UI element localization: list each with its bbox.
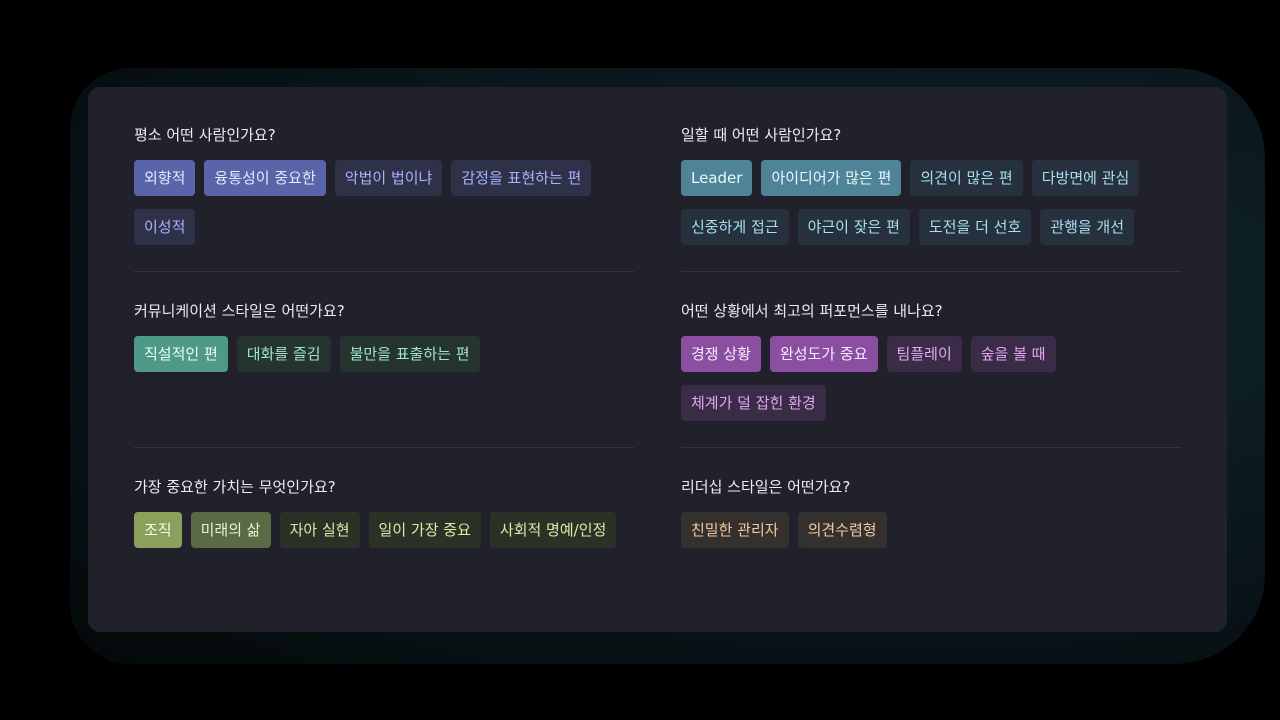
divider xyxy=(134,447,634,448)
tag-competition[interactable]: 경쟁 상황 xyxy=(681,336,761,372)
tag-many-opinions[interactable]: 의견이 많은 편 xyxy=(910,160,1023,196)
tag-group: Leader 아이디어가 많은 편 의견이 많은 편 다방면에 관심 신중하게 … xyxy=(681,160,1181,245)
section-question: 커뮤니케이션 스타일은 어떤가요? xyxy=(134,302,345,320)
tag-enjoy-conversation[interactable]: 대화를 즐김 xyxy=(236,336,331,372)
tag-diverse-interests[interactable]: 다방면에 관심 xyxy=(1031,160,1140,196)
tag-express-emotion[interactable]: 감정을 표현하는 편 xyxy=(451,160,592,196)
tag-group: 외향적 융통성이 중요한 악법이 법이냐 감정을 표현하는 편 이성적 xyxy=(134,160,634,245)
tag-law-is-law[interactable]: 악법이 법이냐 xyxy=(334,160,443,196)
divider xyxy=(681,447,1181,448)
profile-card: 평소 어떤 사람인가요? 외향적 융통성이 중요한 악법이 법이냐 감정을 표현… xyxy=(88,87,1227,632)
tag-prefer-challenge[interactable]: 도전을 더 선호 xyxy=(918,209,1032,245)
section-work-style: 일할 때 어떤 사람인가요? Leader 아이디어가 많은 편 의견이 많은 … xyxy=(681,87,1181,245)
tag-careful-approach[interactable]: 신중하게 접근 xyxy=(681,209,789,245)
divider xyxy=(134,271,634,272)
tag-group: 친밀한 관리자 의견수렴형 xyxy=(681,512,1181,548)
tag-many-ideas[interactable]: 아이디어가 많은 편 xyxy=(761,160,902,196)
tag-leader[interactable]: Leader xyxy=(681,160,753,196)
tag-extroverted[interactable]: 외향적 xyxy=(134,160,196,196)
section-question: 가장 중요한 가치는 무엇인가요? xyxy=(134,478,336,496)
tag-consensus-type[interactable]: 의견수렴형 xyxy=(797,512,887,548)
tag-flexibility[interactable]: 융통성이 중요한 xyxy=(204,160,326,196)
tag-express-complaints[interactable]: 불만을 표출하는 편 xyxy=(339,336,480,372)
tag-unstructured-env[interactable]: 체계가 덜 잡힌 환경 xyxy=(681,385,826,421)
section-question: 어떤 상황에서 최고의 퍼포먼스를 내나요? xyxy=(681,302,943,320)
section-question: 리더십 스타일은 어떤가요? xyxy=(681,478,851,496)
tag-group: 경쟁 상황 완성도가 중요 팀플레이 숲을 볼 때 체계가 덜 잡힌 환경 xyxy=(681,336,1181,421)
tag-group: 조직 미래의 삶 자아 실현 일이 가장 중요 사회적 명예/인정 xyxy=(134,512,634,548)
section-question: 일할 때 어떤 사람인가요? xyxy=(681,126,842,144)
section-communication: 커뮤니케이션 스타일은 어떤가요? 직설적인 편 대화를 즐김 불만을 표출하는… xyxy=(134,263,634,372)
tag-organization[interactable]: 조직 xyxy=(134,512,182,548)
section-question: 평소 어떤 사람인가요? xyxy=(134,126,276,144)
tag-completeness[interactable]: 완성도가 중요 xyxy=(769,336,878,372)
tag-frequent-overtime[interactable]: 야근이 잦은 편 xyxy=(797,209,910,245)
tag-big-picture[interactable]: 숲을 볼 때 xyxy=(970,336,1056,372)
tag-direct[interactable]: 직설적인 편 xyxy=(134,336,228,372)
tag-improve-practices[interactable]: 관행을 개선 xyxy=(1040,209,1135,245)
section-values: 가장 중요한 가치는 무엇인가요? 조직 미래의 삶 자아 실현 일이 가장 중… xyxy=(134,439,634,548)
tag-work-most-important[interactable]: 일이 가장 중요 xyxy=(368,512,481,548)
tag-future-life[interactable]: 미래의 삶 xyxy=(190,512,271,548)
divider xyxy=(681,271,1181,272)
tag-group: 직설적인 편 대화를 즐김 불만을 표출하는 편 xyxy=(134,336,634,372)
section-leadership: 리더십 스타일은 어떤가요? 친밀한 관리자 의견수렴형 xyxy=(681,439,1181,548)
section-personality: 평소 어떤 사람인가요? 외향적 융통성이 중요한 악법이 법이냐 감정을 표현… xyxy=(134,87,634,245)
tag-friendly-manager[interactable]: 친밀한 관리자 xyxy=(681,512,789,548)
section-performance: 어떤 상황에서 최고의 퍼포먼스를 내나요? 경쟁 상황 완성도가 중요 팀플레… xyxy=(681,263,1181,421)
tag-self-realization[interactable]: 자아 실현 xyxy=(279,512,360,548)
tag-social-recognition[interactable]: 사회적 명예/인정 xyxy=(489,512,617,548)
tag-rational[interactable]: 이성적 xyxy=(134,209,196,245)
tag-teamplay[interactable]: 팀플레이 xyxy=(886,336,962,372)
